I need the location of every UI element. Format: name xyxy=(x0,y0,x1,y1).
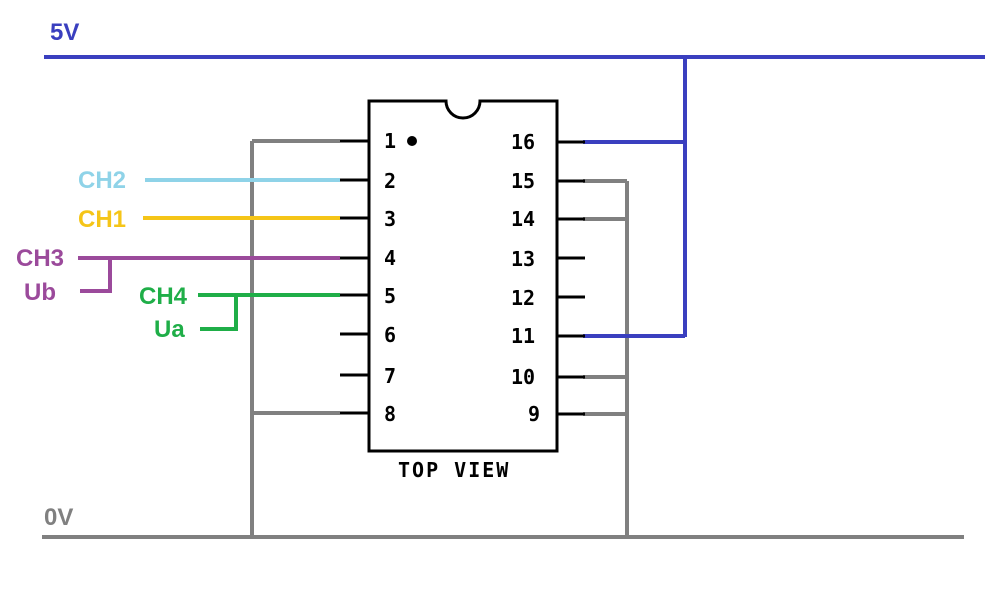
gnd-wiring-right xyxy=(583,179,629,537)
pin1-dot xyxy=(407,136,417,146)
pin-number: 4 xyxy=(384,246,396,270)
ub-label: Ub xyxy=(24,279,56,306)
pin-number: 12 xyxy=(511,286,535,310)
pin-number: 16 xyxy=(511,130,535,154)
top-view-caption: TOP VIEW xyxy=(398,458,510,482)
ua-label: Ua xyxy=(154,316,185,343)
ch1-label: CH1 xyxy=(78,206,126,233)
pin-number: 13 xyxy=(511,247,535,271)
ch2-label: CH2 xyxy=(78,167,126,194)
ch4-label: CH4 xyxy=(139,283,188,310)
pin-number: 8 xyxy=(384,402,396,426)
ch3-label: CH3 xyxy=(16,245,64,272)
vcc-wiring xyxy=(583,55,687,338)
pin-number: 1 xyxy=(384,129,396,153)
pin-number: 11 xyxy=(511,324,535,348)
gnd-wiring-left xyxy=(250,139,340,537)
ic-body xyxy=(367,99,559,453)
pin-number: 2 xyxy=(384,169,396,193)
ch4-wire xyxy=(198,293,340,331)
gnd-label: 0V xyxy=(44,504,73,531)
pin-number: 9 xyxy=(528,402,540,426)
pin-number: 5 xyxy=(384,284,396,308)
pin-stubs-right xyxy=(557,140,585,416)
pin-number: 14 xyxy=(511,207,535,231)
pin-number: 15 xyxy=(511,169,535,193)
pin-number: 6 xyxy=(384,323,396,347)
pin-number: 10 xyxy=(511,365,535,389)
pin-number: 3 xyxy=(384,207,396,231)
vcc-label: 5V xyxy=(50,19,79,46)
pin-number: 7 xyxy=(384,364,396,388)
ch3-wire xyxy=(78,256,340,293)
pin-stubs-left xyxy=(340,139,369,415)
